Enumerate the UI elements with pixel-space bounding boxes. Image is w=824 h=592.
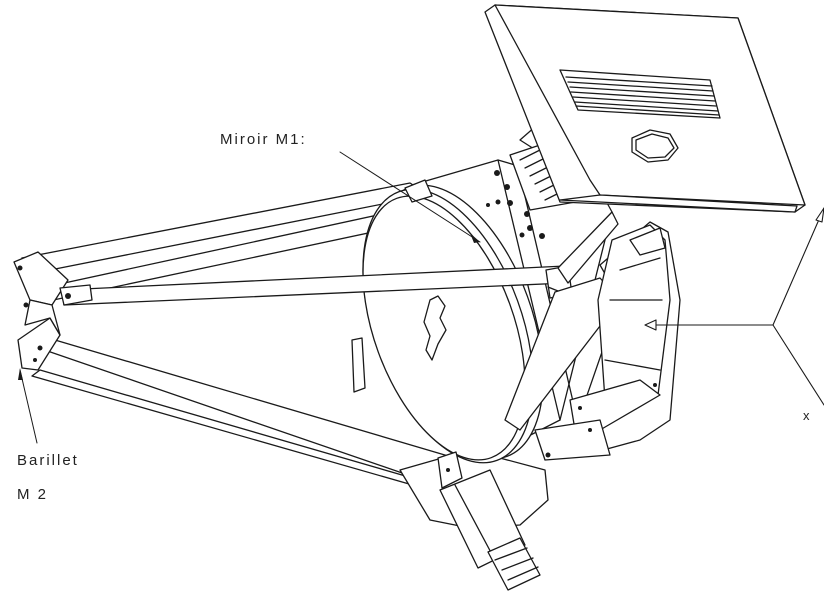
strut-end-caps xyxy=(404,179,463,489)
axis-line-x xyxy=(772,324,824,406)
lower-cone xyxy=(399,449,549,569)
leader-line-m1 xyxy=(339,151,481,243)
axis-x-label: x xyxy=(803,408,810,423)
spider-beams xyxy=(61,211,621,431)
barrel-m2-label-line2: M 2 xyxy=(17,486,49,503)
top-plate xyxy=(484,4,806,213)
axis-arrow-z xyxy=(644,319,657,331)
leader-line-m2 xyxy=(19,369,38,444)
vent-grille xyxy=(559,69,721,119)
lower-truss-tube xyxy=(29,339,456,491)
axis-line-y xyxy=(772,207,824,326)
mirror-m1 xyxy=(351,184,544,464)
coordinate-axes xyxy=(644,207,824,406)
barrel-m2-label-line1: Barillet xyxy=(17,452,79,469)
eyepiece xyxy=(487,537,541,591)
barrel-m2 xyxy=(13,251,93,371)
mirror-m1-label: Miroir M1: xyxy=(220,131,307,148)
rear-cage xyxy=(534,221,681,461)
